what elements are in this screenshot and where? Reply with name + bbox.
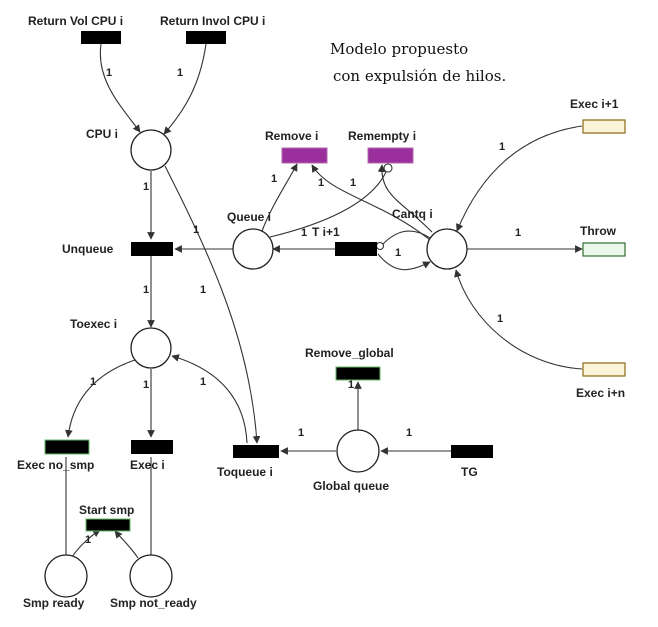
label-cpu: CPU i (86, 127, 118, 141)
arc-cpu-to-toqueue (164, 165, 261, 444)
transition-remempty[interactable] (367, 147, 414, 164)
arc-toqueue-to-toexec (171, 354, 248, 444)
weight-label: 1 (85, 534, 91, 546)
transition-remove-global[interactable] (335, 366, 381, 381)
transition-remove[interactable] (281, 147, 328, 164)
inhibitor-t-next (375, 241, 385, 251)
place-smp-not-ready[interactable] (129, 554, 173, 598)
label-exec-no-smp: Exec no_smp (17, 458, 94, 472)
weight-label: 1 (318, 177, 324, 189)
arc-cantq-to-remove (311, 164, 431, 241)
transition-toqueue[interactable] (233, 445, 279, 458)
arc-return-invol-to-cpu (163, 43, 207, 135)
label-smp-ready: Smp ready (23, 596, 85, 610)
weight-label: 1 (200, 284, 206, 296)
weight-label: 1 (200, 376, 206, 388)
place-toexec[interactable] (130, 327, 172, 369)
label-global-queue: Global queue (313, 479, 389, 493)
arc-return-vol-to-cpu (99, 43, 141, 133)
arc-cantq-to-remempty (377, 164, 433, 233)
label-cantq: Cantq i (392, 207, 433, 221)
place-smp-ready[interactable] (44, 554, 88, 598)
weight-label: 1 (143, 181, 149, 193)
label-unqueue: Unqueue (62, 242, 114, 256)
weight-label: 1 (499, 141, 505, 153)
transition-return-invol[interactable] (186, 31, 226, 44)
label-remove-global: Remove_global (305, 346, 394, 360)
label-toqueue: Toqueue i (217, 465, 273, 479)
place-cpu[interactable] (130, 129, 172, 171)
weight-label: 1 (143, 379, 149, 391)
arc-smp-not-ready-to-start-smp (114, 530, 139, 559)
weight-label: 1 (106, 67, 112, 79)
weight-label: 1 (497, 313, 503, 325)
arcs (65, 43, 583, 559)
label-remempty: Remempty i (348, 129, 416, 143)
arc-exec-n-to-cantq (454, 269, 583, 370)
weight-label: 1 (395, 247, 401, 259)
weight-label: 1 (90, 376, 96, 388)
arc-cantq-to-t-next (382, 230, 431, 245)
weight-label: 1 (193, 224, 199, 236)
arc-exec-next-to-cantq (456, 125, 583, 232)
weight-label: 1 (301, 227, 307, 239)
transition-start-smp[interactable] (85, 518, 131, 532)
caption-line-1: Modelo propuesto (330, 40, 468, 58)
port-exec-next[interactable] (582, 119, 626, 134)
weight-label: 1 (177, 67, 183, 79)
port-throw[interactable] (582, 242, 626, 257)
inhibitor-remempty (383, 163, 393, 173)
label-return-vol: Return Vol CPU i (28, 14, 123, 28)
transition-exec-no-smp[interactable] (44, 439, 90, 455)
label-return-invol: Return Invol CPU i (160, 14, 265, 28)
label-exec-next: Exec i+1 (570, 97, 619, 111)
transition-return-vol[interactable] (81, 31, 121, 44)
ports (582, 119, 626, 377)
places (44, 129, 468, 598)
label-throw: Throw (580, 224, 617, 238)
place-queue[interactable] (232, 228, 274, 270)
arc-weights: 1 1 1 1 1 1 1 1 1 1 1 1 1 1 1 1 1 1 1 1 … (85, 67, 521, 546)
label-exec: Exec i (130, 458, 165, 472)
port-exec-n[interactable] (582, 362, 626, 377)
label-tg: TG (461, 465, 478, 479)
label-remove: Remove i (265, 129, 318, 143)
arc-toexec-to-exec-no-smp (65, 359, 136, 438)
arc-t-next-to-cantq (377, 253, 431, 271)
weight-label: 1 (406, 427, 412, 439)
weight-label: 1 (515, 227, 521, 239)
label-toexec: Toexec i (70, 317, 117, 331)
label-smp-not-ready: Smp not_ready (110, 596, 197, 610)
arc-queue-to-remempty (269, 171, 387, 238)
transition-tg[interactable] (451, 445, 493, 458)
place-global-queue[interactable] (336, 429, 380, 473)
place-cantq[interactable] (426, 228, 468, 270)
weight-label: 1 (143, 284, 149, 296)
transition-unqueue[interactable] (131, 242, 173, 256)
labels: Return Vol CPU i Return Invol CPU i CPU … (17, 14, 625, 610)
label-exec-n: Exec i+n (576, 386, 625, 400)
arc-queue-to-remove (261, 163, 298, 232)
weight-label: 1 (350, 177, 356, 189)
weight-label: 1 (298, 427, 304, 439)
transition-t-next[interactable] (335, 242, 377, 256)
label-start-smp: Start smp (79, 503, 134, 517)
transition-exec[interactable] (131, 440, 173, 454)
caption-line-2: con expulsión de hilos. (333, 67, 506, 85)
weight-label: 1 (271, 173, 277, 185)
weight-label: 1 (348, 379, 354, 391)
label-queue: Queue i (227, 210, 271, 224)
label-t-next: T i+1 (312, 225, 340, 239)
transitions (44, 31, 493, 532)
